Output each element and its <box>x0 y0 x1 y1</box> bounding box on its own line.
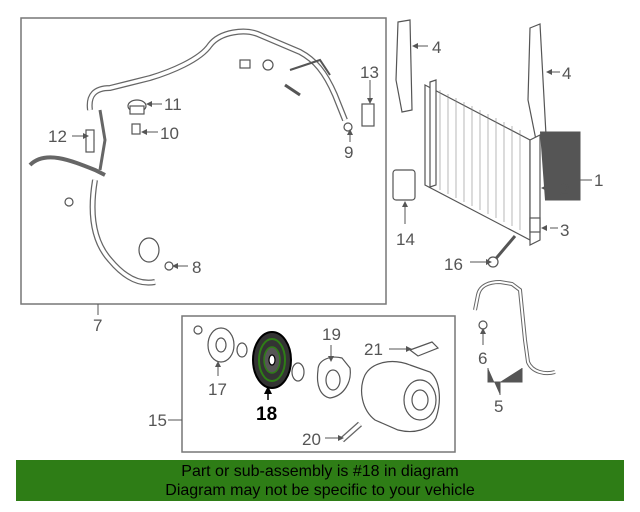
callout-20: 20 <box>302 430 321 449</box>
callout-17: 17 <box>208 380 227 399</box>
callout-19: 19 <box>322 325 341 344</box>
bracket-left <box>395 19 413 113</box>
arrowhead-18 <box>264 386 272 394</box>
callout-1: 1 <box>594 171 603 190</box>
callout-7: 7 <box>93 316 102 335</box>
callout-9: 9 <box>344 143 353 162</box>
banner-line-2: Diagram may not be specific to your vehi… <box>165 482 475 499</box>
pulley-highlighted <box>252 331 292 389</box>
banner-line-1: Part or sub-assembly is #18 in diagram <box>181 463 459 480</box>
callout-8: 8 <box>192 258 201 277</box>
callout-3: 3 <box>560 221 569 240</box>
arrowheads <box>83 43 552 441</box>
bracket-right <box>527 23 547 141</box>
sensor-block <box>392 169 416 201</box>
compressor-assembly-box <box>181 315 456 453</box>
callout-5: 5 <box>494 397 503 416</box>
callout-6: 6 <box>478 349 487 368</box>
hose-assembly-box <box>20 17 387 305</box>
callout-13: 13 <box>360 63 379 82</box>
callout-4-right: 4 <box>562 64 571 83</box>
callout-16: 16 <box>444 255 463 274</box>
callout-11: 11 <box>164 95 182 114</box>
condenser <box>424 79 541 246</box>
info-banner: Part or sub-assembly is #18 in diagram D… <box>16 460 624 501</box>
callout-10: 10 <box>160 124 179 143</box>
callout-15: 15 <box>148 411 167 430</box>
callout-2: 2 <box>560 180 569 199</box>
callout-18: 18 <box>256 404 277 425</box>
discharge-hose <box>89 179 156 286</box>
callout-12: 12 <box>48 127 67 146</box>
callout-21: 21 <box>364 340 383 359</box>
callout-4-left: 4 <box>432 38 441 57</box>
callout-14: 14 <box>396 230 415 249</box>
